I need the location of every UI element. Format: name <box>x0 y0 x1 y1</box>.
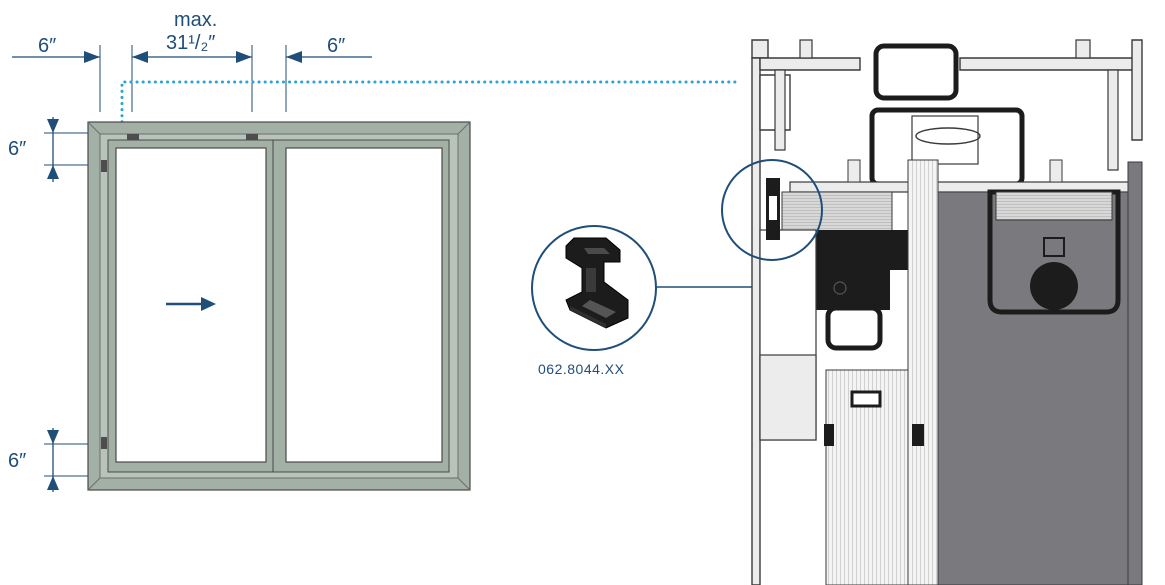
zoom-detail <box>531 225 772 351</box>
cross-section <box>721 39 1143 585</box>
top-offset-dimension: 6″ <box>8 138 27 160</box>
top-dimension-lines <box>12 45 372 112</box>
clip-part-icon <box>565 237 629 329</box>
dotted-leader <box>120 80 742 130</box>
max-width-dimension: 31¹/₂″ <box>166 32 216 54</box>
left-margin-dimension: 6″ <box>38 35 57 57</box>
window-elevation <box>87 121 471 491</box>
arrow-right-icon <box>166 297 216 311</box>
left-dimension-lines <box>44 117 88 492</box>
max-label: max. <box>174 9 218 31</box>
part-number-label: 062.8044.XX <box>538 361 625 377</box>
bottom-offset-dimension: 6″ <box>8 450 27 472</box>
right-margin-dimension: 6″ <box>327 35 346 57</box>
